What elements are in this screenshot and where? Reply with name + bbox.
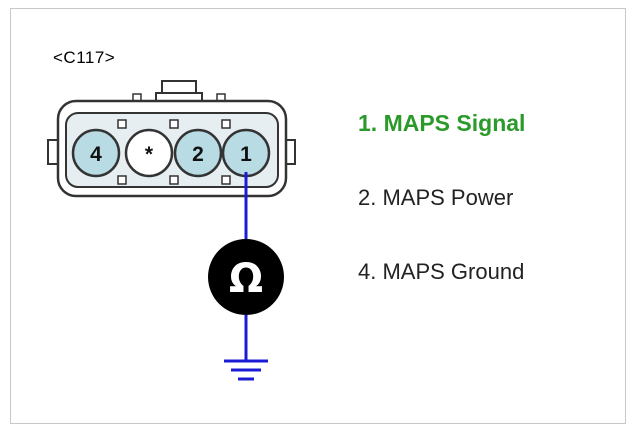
legend-item-maps-ground: 4. MAPS Ground [358, 259, 525, 284]
legend-item-maps-power: 2. MAPS Power [358, 185, 514, 210]
pin-label: 1 [240, 143, 252, 166]
pin-label: 4 [90, 143, 102, 166]
diagram-frame [10, 8, 626, 424]
pin-2: 2 [173, 128, 223, 178]
ground-icon [224, 359, 268, 381]
pin-circle [124, 128, 174, 178]
pin-keys [117, 119, 231, 185]
connector-pins: 4 * 2 1 [71, 128, 271, 178]
pin-label: 2 [192, 143, 204, 166]
pin-empty: * [124, 128, 174, 178]
pin-circle [173, 128, 223, 178]
connector-id-label: <C117> [53, 48, 116, 67]
pin-1: 1 [221, 128, 271, 178]
pin-4: 4 [71, 128, 121, 178]
legend-item-maps-signal: 1. MAPS Signal [358, 110, 526, 136]
ohmmeter-icon: Ω [208, 239, 284, 315]
pin-circle [71, 128, 121, 178]
pin-label: * [145, 143, 154, 166]
ohmmeter-symbol: Ω [229, 256, 263, 302]
